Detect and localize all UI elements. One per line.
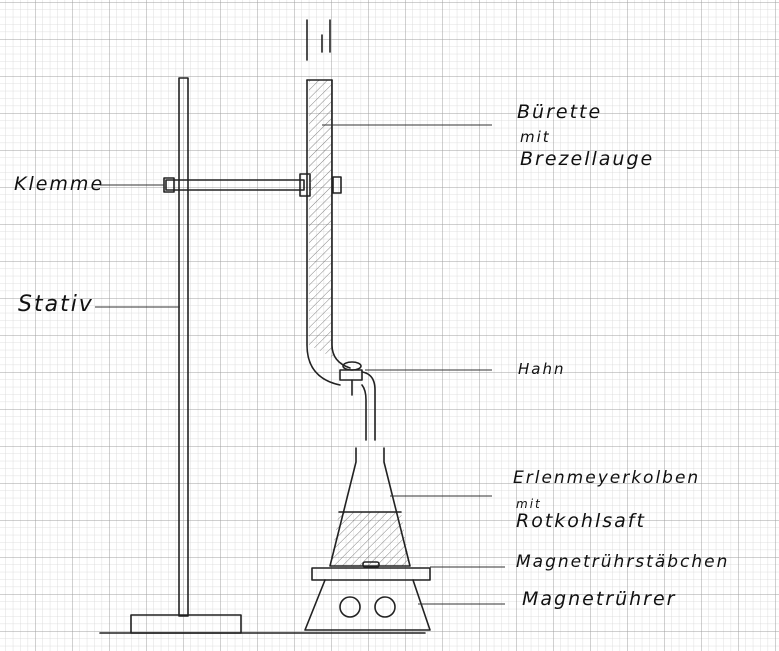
label-burette-contents: Brezellauge: [520, 148, 655, 170]
erlenmeyer-flask: [329, 447, 411, 567]
label-stand: Stativ: [18, 292, 94, 317]
burette: [306, 19, 376, 441]
label-burette: Bürette: [517, 101, 603, 123]
stir-bar: [362, 561, 380, 568]
label-stopcock: Hahn: [518, 360, 566, 378]
label-flask: Erlenmeyerkolben: [513, 468, 701, 488]
label-burette-with: mit: [520, 128, 551, 146]
label-flask-contents: Rotkohlsaft: [516, 510, 646, 532]
label-stirrer: Magnetrührer: [522, 588, 677, 610]
label-flask-with: mit: [516, 497, 542, 511]
magnetic-stirrer: [304, 567, 431, 631]
label-clamp: Klemme: [14, 173, 105, 195]
label-stir-bar: Magnetrührstäbchen: [516, 552, 730, 572]
stand: [130, 77, 242, 634]
leader-lines: [95, 124, 505, 605]
